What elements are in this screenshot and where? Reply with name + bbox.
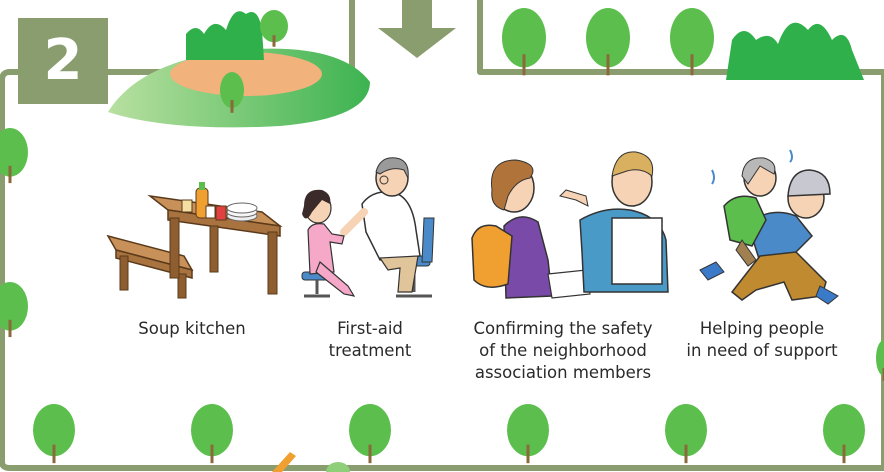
step-badge [18,18,108,104]
tree-icon [0,282,28,338]
tree-icon [586,8,630,76]
tree-icon [823,404,865,464]
top-right-bush [726,22,864,80]
tree-icon [191,404,233,464]
step-number: 2 [43,28,83,93]
caption-line: association members [474,363,652,382]
tree-icon [507,404,549,464]
safety-check-illustration [471,151,669,299]
tree-icon [670,8,714,76]
bottom-green-fragment [326,462,350,472]
caption-safety-check: Confirming the safety of the neighborhoo… [452,318,674,384]
hill-bush [186,11,264,61]
tree-group [0,8,884,464]
tree-icon [260,10,288,47]
caption-line: Helping people [699,319,825,338]
tree-icon [33,404,75,464]
caption-line: Soup kitchen [138,319,246,338]
caption-helping: Helping people in need of support [672,318,852,362]
down-arrow-icon [378,0,456,58]
first-aid-illustration [301,157,435,298]
soup-kitchen-illustration [106,182,283,299]
caption-first-aid: First-aid treatment [290,318,450,362]
tree-icon [0,128,28,184]
caption-line: of the neighborhood [479,341,647,360]
tree-icon [502,8,546,76]
bottom-orange-fragment [272,452,296,472]
tree-icon [349,404,391,464]
caption-line: Confirming the safety [473,319,653,338]
caption-line: in need of support [686,341,838,360]
caption-line: First-aid [337,319,403,338]
tree-icon [876,340,884,381]
tree-icon [665,404,707,464]
caption-line: treatment [328,341,412,360]
caption-soup-kitchen: Soup kitchen [112,318,272,340]
tree-icon [220,72,244,113]
clearing-shape [170,52,322,96]
helping-illustration [699,149,839,305]
